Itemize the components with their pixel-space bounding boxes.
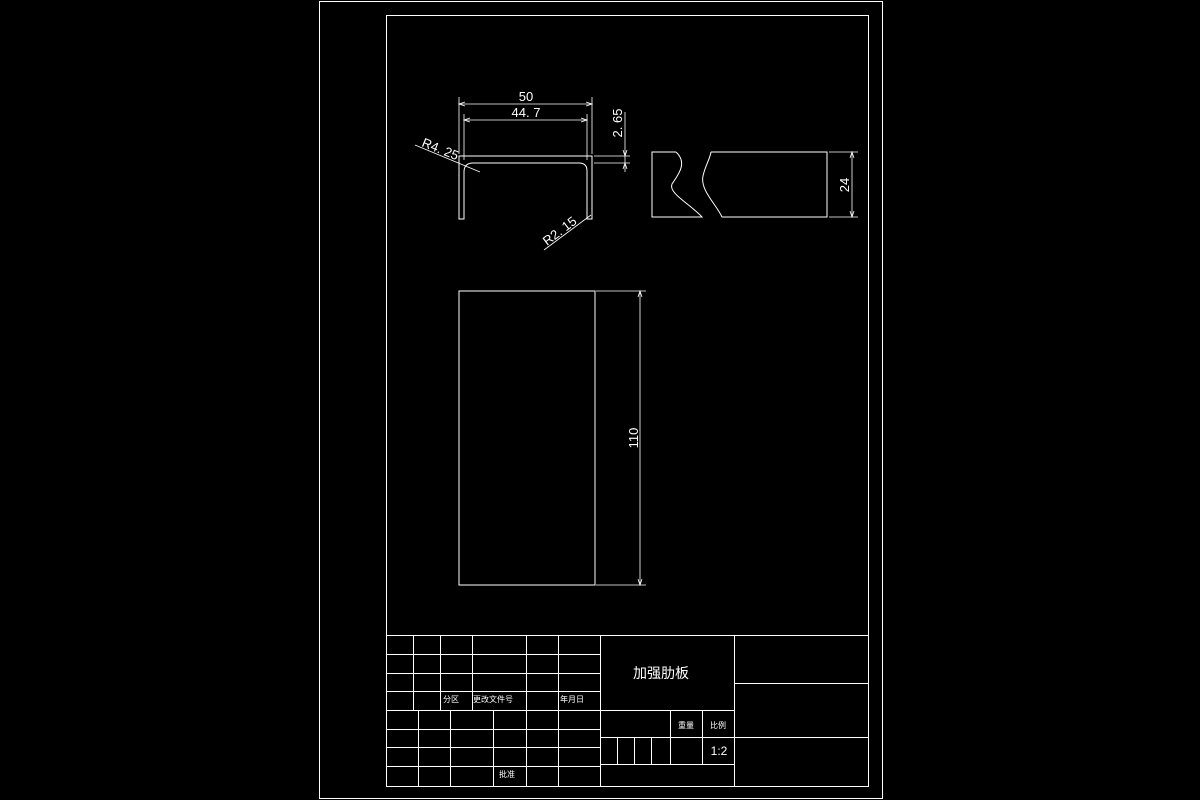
dim-radius-inner: R2. 15 [540,213,580,248]
inner-border [386,15,869,787]
dim-radius-outer: R4. 25 [420,135,461,163]
dim-width-inner: 44. 7 [512,105,541,120]
side-profile-right [702,151,828,218]
side-profile-left [651,151,704,218]
plate-outline [458,290,596,586]
dim-thickness: 2. 65 [610,109,625,138]
dim-width-outer: 50 [519,89,533,104]
dim-plate-length: 110 [626,428,641,449]
channel-section-view: 50 44. 7 2. 65 R4. 25 R2. 15 [414,89,630,251]
label-approve: 批准 [499,769,515,779]
channel-profile [458,155,593,220]
title-block: 加强肋板 分区 更改文件号 年月日 批准 重量 比例 1:2 [386,635,868,786]
label-zone: 分区 [443,695,459,704]
side-view: 24 [651,150,858,219]
outer-border [319,1,883,799]
label-scale: 比例 [710,720,726,730]
label-date: 年月日 [560,694,584,704]
plate-view: 110 [458,289,646,587]
label-change-doc: 更改文件号 [473,694,513,704]
label-weight: 重量 [678,720,694,730]
scale-value: 1:2 [711,744,728,758]
dim-side-height: 24 [837,178,852,192]
part-name: 加强肋板 [633,665,689,681]
